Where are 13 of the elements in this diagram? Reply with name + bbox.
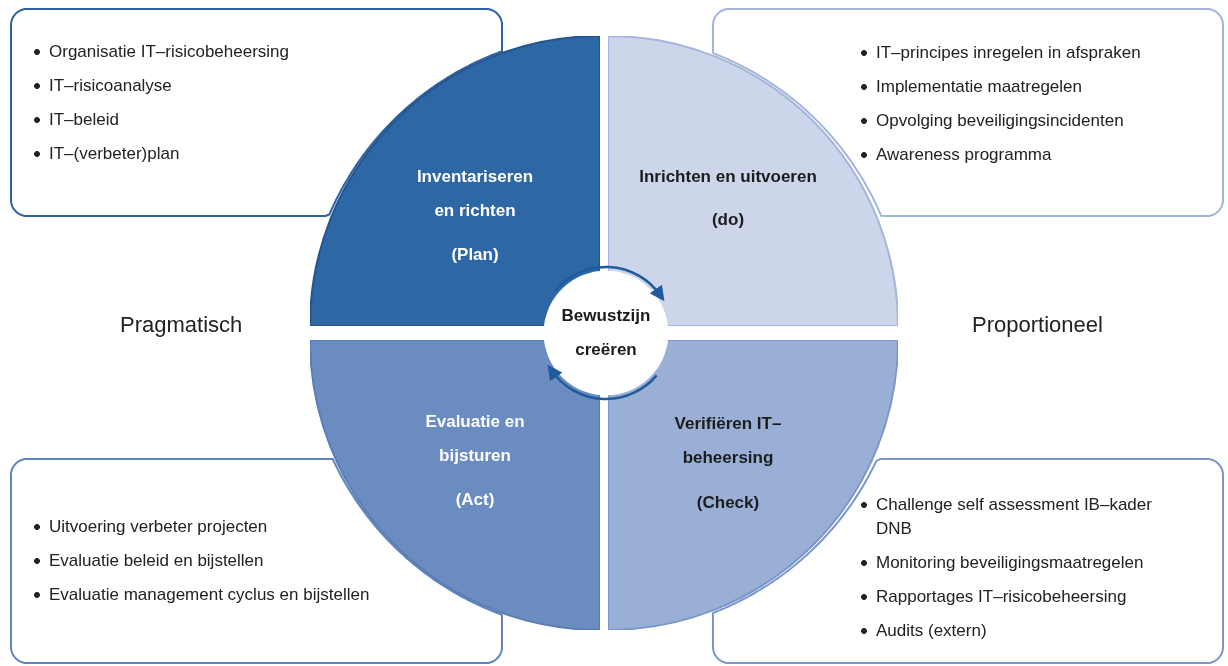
segment-title: Inrichten en uitvoeren (638, 166, 818, 188)
segment-title: Inventariseren en richten (415, 166, 535, 222)
segment-title: Evaluatie en bijsturen (424, 411, 526, 467)
center-title: Bewustzijn creëren (560, 305, 652, 361)
segment-label: (Check) (695, 492, 761, 514)
cycle-arrow (554, 265, 665, 301)
segment-title: Verifiëren IT–beheersing (673, 413, 783, 469)
segment-label: (Act) (454, 489, 496, 511)
segment-label: (Plan) (450, 244, 500, 266)
segment-label: (do) (710, 209, 746, 231)
side-label: Proportioneel (972, 312, 1103, 338)
side-label: Pragmatisch (120, 312, 243, 338)
cycle-arrow (547, 365, 658, 401)
